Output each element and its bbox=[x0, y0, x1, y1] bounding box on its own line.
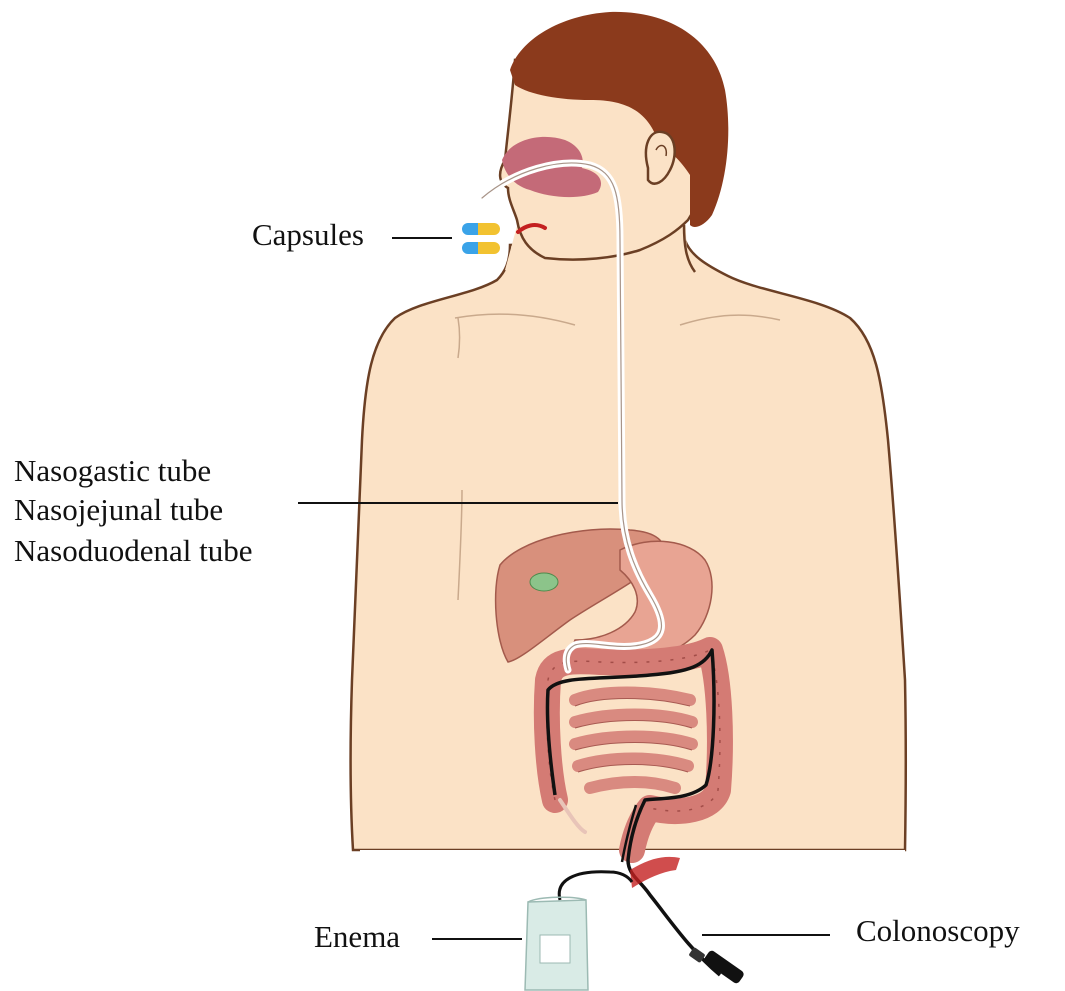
label-nasoduodenal-tube: Nasoduodenal tube bbox=[14, 532, 252, 569]
label-colonoscopy: Colonoscopy bbox=[856, 912, 1020, 949]
leader-colonoscopy bbox=[702, 934, 830, 936]
gallbladder bbox=[530, 573, 558, 591]
capsule-icon-top bbox=[462, 223, 500, 235]
label-nasojejunal-tube: Nasojejunal tube bbox=[14, 491, 223, 528]
enema-bag-icon bbox=[525, 897, 588, 990]
leader-enema bbox=[432, 938, 522, 940]
colonoscope-handle-icon bbox=[688, 947, 745, 985]
label-nasogastric-tube: Nasogastic tube bbox=[14, 452, 211, 489]
capsule-icon-bottom bbox=[462, 242, 500, 254]
label-capsules: Capsules bbox=[252, 216, 364, 253]
enema-tube bbox=[559, 872, 632, 900]
leader-tubes bbox=[298, 502, 618, 504]
label-enema: Enema bbox=[314, 918, 400, 955]
leader-capsules bbox=[392, 237, 452, 239]
